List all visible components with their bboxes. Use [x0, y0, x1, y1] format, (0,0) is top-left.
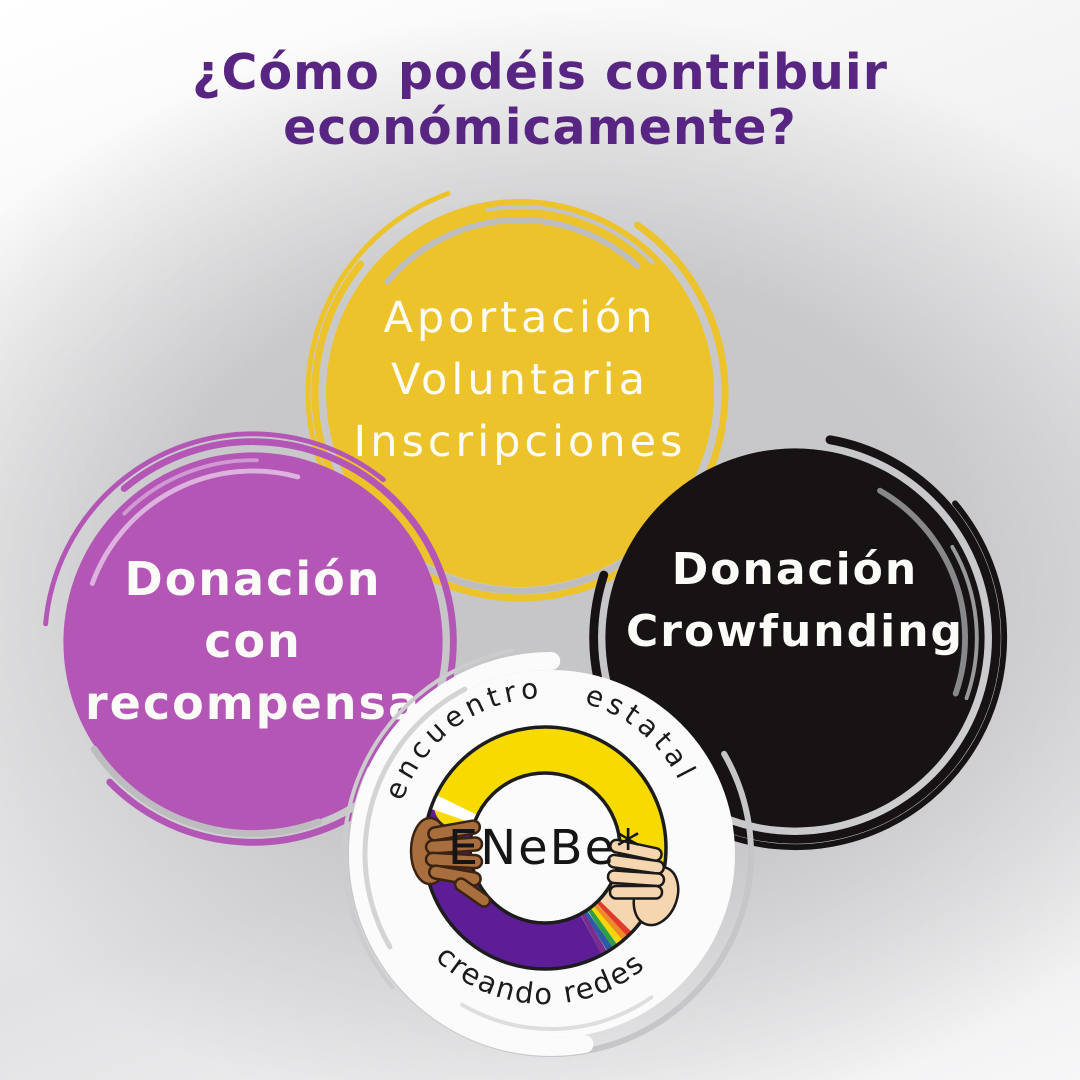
bubble-donacion-crowfunding: Donación Crowfunding	[580, 423, 1010, 853]
bubble-line: Inscripciones	[353, 417, 687, 467]
bubble-aportacion-voluntaria: Aportación Voluntaria Inscripciones	[300, 173, 740, 613]
enebe-logo-graphic: ENeBe* encuentro estatal creando redes	[342, 645, 760, 1063]
bubble-line: Crowfunding	[625, 606, 965, 657]
brush-arcs-inner	[611, 454, 979, 822]
title-line-1: ¿Cómo podéis contribuir	[192, 44, 888, 101]
bubble-line: Donación	[124, 552, 382, 606]
bubble-recompensa-text: Donación con recompensa	[38, 426, 468, 856]
ring-white-stripe	[430, 794, 478, 824]
rainbow-wristband	[580, 899, 632, 955]
title-line-2: económicamente?	[283, 98, 797, 156]
bubble-line: Donación	[671, 544, 919, 595]
bubble-fill	[605, 448, 985, 828]
dark-hand	[409, 816, 492, 908]
bubble-line: recompensa	[85, 676, 421, 730]
bubble-line: Aportación	[383, 293, 657, 343]
bubble-fill	[63, 452, 443, 832]
brush-arcs-outer	[582, 425, 1008, 851]
bubble-fill	[326, 199, 714, 587]
page-title: ¿Cómo podéis contribuir económicamente?	[0, 44, 1080, 156]
brush-circle-black	[582, 425, 1008, 851]
brush-circle-purple	[42, 431, 464, 853]
ring-yellow-sleeve	[433, 726, 666, 888]
brush-arcs-inner	[58, 447, 448, 837]
light-hand	[606, 838, 680, 927]
bubble-crowfunding-text: Donación Crowfunding	[580, 386, 1010, 816]
bubble-line: con	[204, 614, 302, 668]
enebe-wordmark: ENeBe*	[448, 820, 642, 876]
bubble-aportacion-text: Aportación Voluntaria Inscripciones	[300, 160, 740, 600]
bubble-donacion-recompensa: Donación con recompensa	[38, 427, 468, 857]
enebe-logo: ENeBe* encuentro estatal creando redes	[336, 636, 780, 1080]
bubble-line: Voluntaria	[390, 355, 650, 405]
